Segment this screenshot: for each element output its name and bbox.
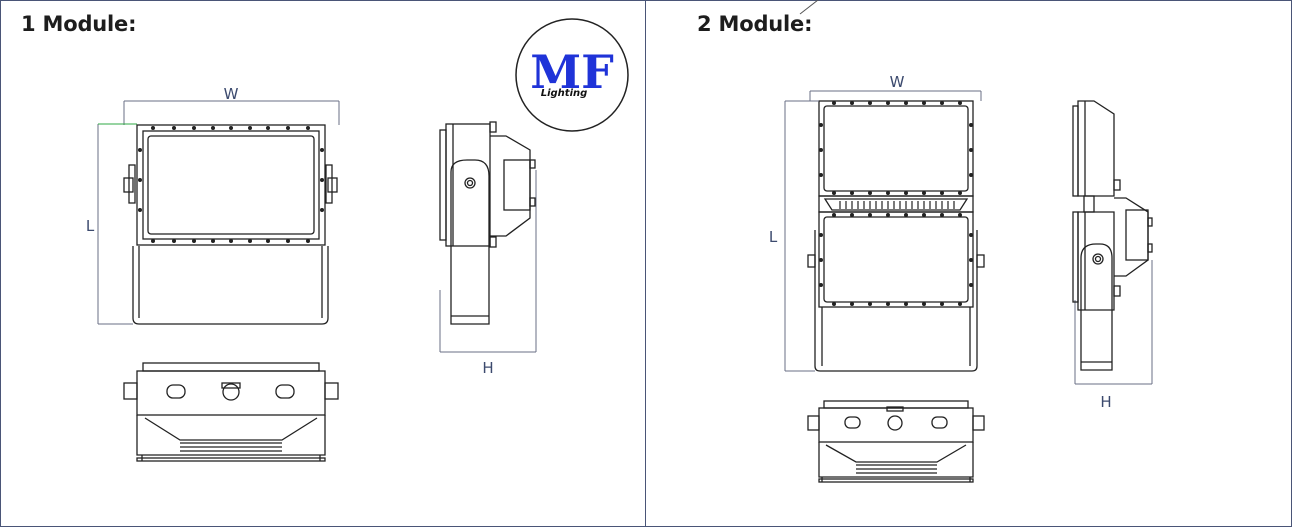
module-2-front-bolts xyxy=(819,101,973,306)
logo-mark: MF xyxy=(530,45,614,99)
module-1-dimensions xyxy=(97,100,537,353)
module-2-height-label: H xyxy=(1100,393,1111,411)
module-1-front-view xyxy=(123,124,338,325)
module-1-height-label: H xyxy=(482,359,493,377)
module-1-bottom-view xyxy=(123,362,339,462)
module-2-side-view xyxy=(1072,100,1153,371)
logo-sub: Lighting xyxy=(541,88,588,99)
module-2-title: 2 Module: xyxy=(697,12,813,36)
module-1-width-label: W xyxy=(224,85,239,103)
module-1-side-view xyxy=(439,121,536,325)
module-1-front-bolts xyxy=(138,126,324,243)
module-2-bottom-view xyxy=(807,400,985,483)
module-1-title: 1 Module: xyxy=(21,12,137,36)
module-2-connector-fins xyxy=(839,201,955,209)
module-2-front-view xyxy=(807,100,985,372)
module-2-length-label: L xyxy=(769,228,778,246)
panel-divider xyxy=(645,0,646,527)
module-1-length-label: L xyxy=(86,217,95,235)
module-2-dimensions xyxy=(784,90,1153,385)
mf-lighting-logo: MF Lighting xyxy=(515,18,629,132)
module-2-width-label: W xyxy=(890,73,905,91)
